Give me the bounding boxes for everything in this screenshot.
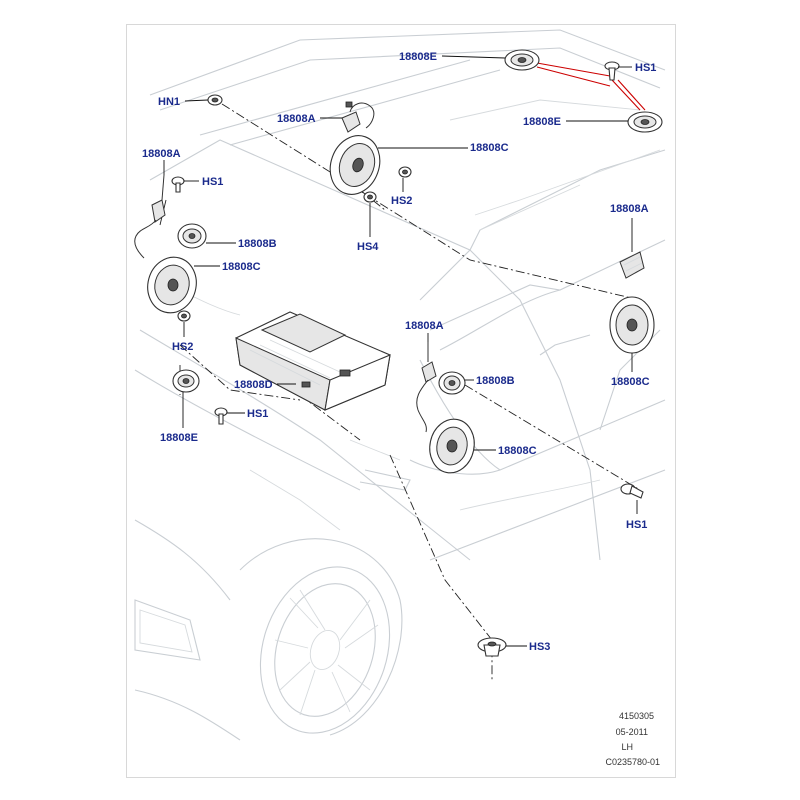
callout-hs2-top: HS2 <box>391 195 412 207</box>
callout-hs2-left: HS2 <box>172 341 193 353</box>
leader-lines <box>163 55 638 647</box>
woofer-18808c-right <box>609 296 655 354</box>
tweeter-top-2 <box>627 111 663 133</box>
screw-hs2-top <box>398 166 412 178</box>
ref-code: C0235780-01 <box>605 757 660 767</box>
callout-18808c-right: 18808C <box>611 376 650 388</box>
amplifier-18808d <box>235 311 391 411</box>
screw-hs1-left <box>171 176 185 193</box>
callout-18808a-top: 18808A <box>277 113 316 125</box>
callout-18808c-center: 18808C <box>498 445 537 457</box>
callout-18808d: 18808D <box>234 379 273 391</box>
woofer-18808c-left <box>147 256 197 314</box>
midrange-18808b-center <box>438 371 466 395</box>
callout-18808c-left: 18808C <box>222 261 261 273</box>
ref-number: 4150305 <box>619 711 654 721</box>
bracket-18808a-left <box>134 174 166 259</box>
callout-18808a-right: 18808A <box>610 203 649 215</box>
highlight-lines <box>536 62 646 111</box>
screw-hs2-left <box>177 310 191 322</box>
callout-hn1: HN1 <box>158 96 180 108</box>
callout-hs3: HS3 <box>529 641 550 653</box>
callout-hs1-left: HS1 <box>202 176 223 188</box>
callout-hs1-lower: HS1 <box>247 408 268 420</box>
callout-hs1-right: HS1 <box>626 519 647 531</box>
callout-18808e-left: 18808E <box>160 432 198 444</box>
woofer-18808c-center <box>429 418 475 474</box>
centre-lines <box>159 103 641 680</box>
midrange-18808b-left <box>177 223 207 249</box>
ref-date: 05-2011 <box>616 727 648 737</box>
callout-18808b-left: 18808B <box>238 238 277 250</box>
screw-hs1-right <box>620 483 644 499</box>
callout-labels: HN1 18808E HS1 18808E 18808A 18808C HS2 … <box>142 51 656 653</box>
drawing-reference: 4150305 05-2011 LH C0235780-01 <box>605 711 660 767</box>
screw-hs1-top <box>604 61 620 81</box>
tweeter-top-1 <box>504 49 540 71</box>
callout-18808e-top-1: 18808E <box>399 51 437 63</box>
callout-18808b-center: 18808B <box>476 375 515 387</box>
callout-18808a-left: 18808A <box>142 148 181 160</box>
bracket-18808a-right <box>619 251 645 279</box>
callout-hs1-top: HS1 <box>635 62 656 74</box>
woofer-18808c-top <box>329 135 381 195</box>
ref-side: LH <box>621 742 633 752</box>
callout-18808c-top: 18808C <box>470 142 509 154</box>
screw-hs4 <box>363 191 377 203</box>
hn1-nut <box>207 94 223 106</box>
screw-hs1-lower <box>214 407 228 425</box>
vehicle-outline <box>134 29 666 741</box>
diagram-frame <box>126 24 676 778</box>
nut-hs3 <box>477 637 507 657</box>
callout-hs4: HS4 <box>357 241 379 253</box>
bracket-18808a-top <box>341 101 375 133</box>
callout-18808e-top-2: 18808E <box>523 116 561 128</box>
callout-18808a-center: 18808A <box>405 320 444 332</box>
bracket-18808a-center <box>416 342 437 433</box>
tweeter-18808e-left <box>172 369 200 393</box>
